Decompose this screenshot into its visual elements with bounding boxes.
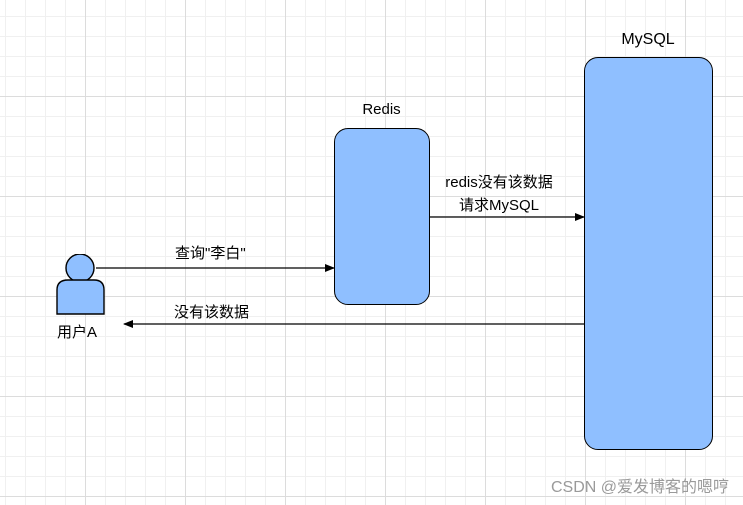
redis-to-mysql-label-line2: 请求MySQL	[458, 197, 539, 214]
query-label: 查询"李白"	[175, 245, 246, 262]
redis-node[interactable]	[334, 128, 430, 305]
mysql-node[interactable]	[584, 57, 713, 450]
redis-to-mysql-label-line1: redis没有该数据	[445, 174, 553, 191]
mysql-title: MySQL	[621, 31, 675, 48]
redis-title: Redis	[362, 101, 401, 118]
user-actor-icon[interactable]	[56, 254, 108, 318]
watermark-text: CSDN @爱发博客的嗯哼	[550, 479, 729, 496]
user-body	[56, 279, 105, 315]
mysql-to-user-label: 没有该数据	[174, 304, 250, 321]
user-label: 用户A	[57, 324, 98, 341]
